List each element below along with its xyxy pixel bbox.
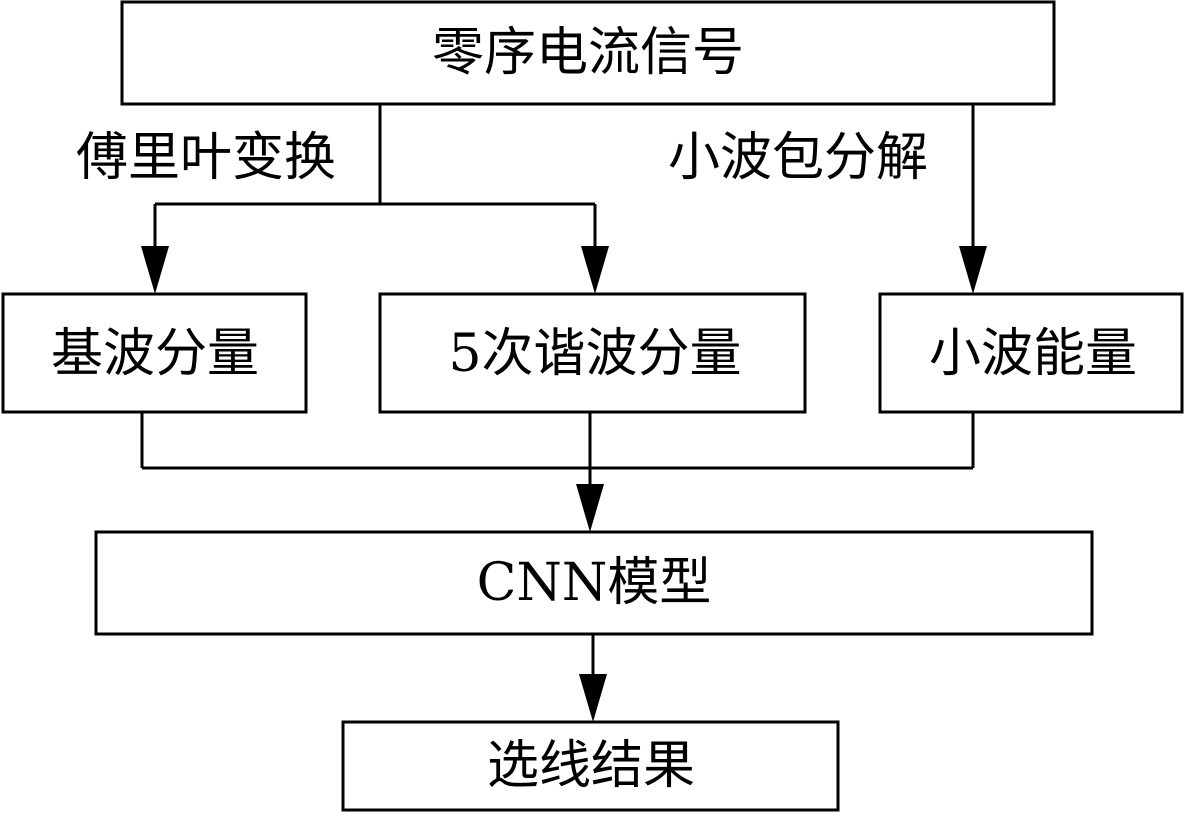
node-wavelet-energy-box [878,292,1184,414]
node-result: 选线结果 [341,720,840,812]
node-harmonic5-box [378,292,807,414]
connectors [140,104,975,680]
node-fundamental-label: 基波分量 [51,324,259,384]
node-cnn-box [94,530,1094,636]
node-signal: 零序电流信号 [120,0,1056,106]
node-wavelet-energy-label: 小波能量 [929,324,1137,384]
node-wavelet-energy: 小波能量 [878,292,1184,414]
arrowhead-wavelet-energy [959,246,987,294]
arrowhead-result [579,674,607,722]
node-harmonic5: 5次谐波分量 [378,292,807,414]
node-harmonic5-label: 5次谐波分量 [448,324,741,384]
node-fundamental-box [1,292,308,414]
arrowheads [141,246,987,722]
node-fundamental: 基波分量 [1,292,308,414]
node-signal-box [120,0,1056,106]
node-cnn-label: CNN模型 [477,553,712,613]
node-result-label: 选线结果 [487,736,695,796]
arrowhead-harmonic5 [581,246,609,294]
arrowhead-fundamental [141,246,169,294]
arrowhead-cnn [576,484,604,532]
node-signal-label: 零序电流信号 [432,23,744,83]
node-result-box [341,720,840,812]
edge-label-fourier: 傅里叶变换 [76,128,336,188]
node-cnn: CNN模型 [94,530,1094,636]
edge-label-wavelet-packet: 小波包分解 [668,128,928,188]
